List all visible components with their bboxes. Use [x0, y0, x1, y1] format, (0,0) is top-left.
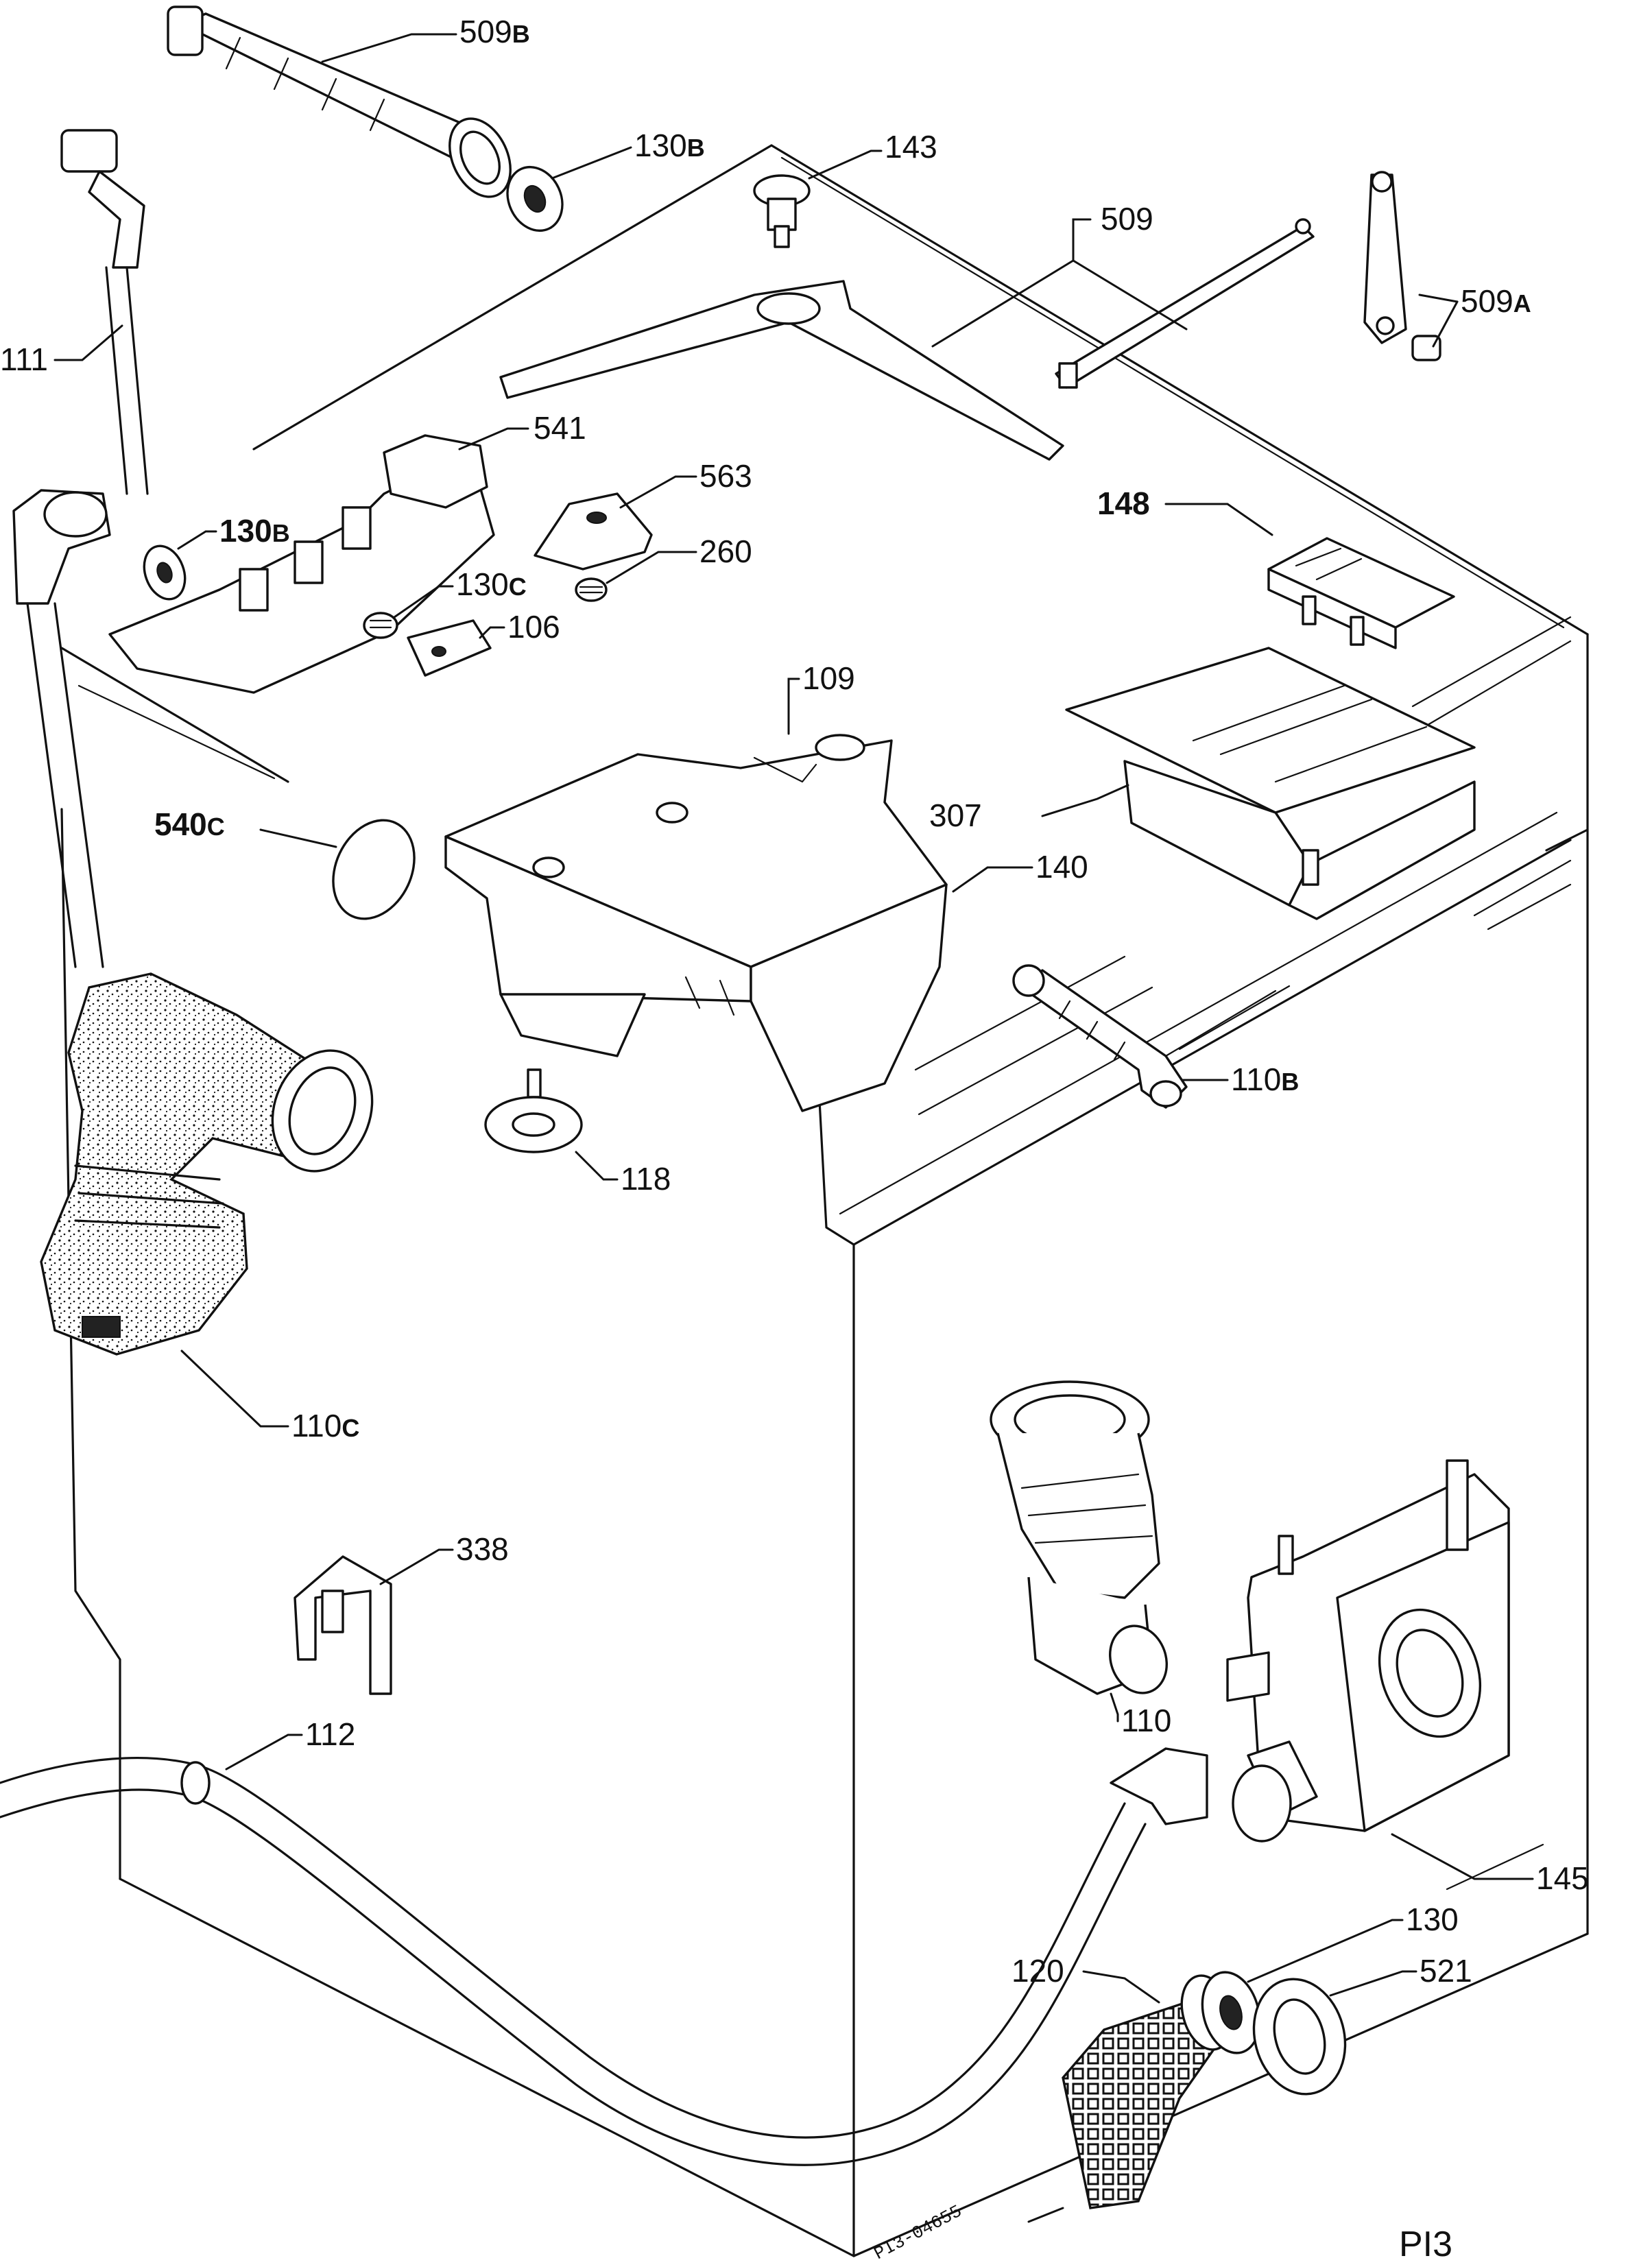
label-106: 106 [507, 609, 560, 645]
part-540c-ring [259, 819, 416, 920]
part-509-bracket [499, 218, 1315, 461]
part-110-elbow-bellows [990, 1380, 1168, 1723]
label-110b: 110B [1231, 1061, 1299, 1097]
label-509: 509 [1101, 201, 1153, 237]
label-521: 521 [1420, 1953, 1472, 1989]
part-130-seal [1201, 1919, 1404, 2054]
part-130b-mid-elbow [12, 489, 217, 968]
part-563-cover [534, 475, 697, 571]
label-140: 140 [1036, 849, 1088, 885]
leader-120-lower [1027, 2207, 1064, 2223]
part-112-drain-hose [0, 1734, 1208, 2166]
part-145-pump-housing [1226, 1459, 1534, 1880]
drawing-stamp: PI3-04655 [871, 2201, 966, 2264]
label-563: 563 [699, 458, 752, 494]
label-540c: 540C [154, 806, 225, 842]
label-260: 260 [699, 533, 752, 569]
label-509b: 509B [459, 14, 530, 49]
part-130c-spring [363, 585, 454, 639]
label-118: 118 [621, 1161, 671, 1197]
part-118-wheel [484, 1068, 619, 1181]
part-338-clip [294, 1548, 454, 1695]
label-130: 130 [1406, 1902, 1459, 1937]
label-130b-mid: 130B [219, 513, 290, 549]
cabinet-outline [60, 144, 1589, 2257]
label-120: 120 [1011, 1953, 1064, 1989]
part-130b-top-seal [506, 146, 632, 232]
part-110b-hose [1012, 964, 1229, 1109]
part-111-hose [53, 129, 149, 495]
label-109: 109 [802, 660, 855, 696]
part-509a-lever [1363, 171, 1459, 361]
page-id: PI3 [1399, 2224, 1452, 2264]
part-509b-inlet-pipe [167, 5, 512, 198]
label-112: 112 [305, 1716, 355, 1752]
part-521-cap [1252, 1970, 1417, 2096]
label-509a: 509A [1461, 283, 1531, 319]
label-110: 110 [1121, 1703, 1171, 1738]
label-130b-top: 130B [634, 128, 705, 163]
label-143: 143 [885, 129, 937, 165]
part-109-140-dispenser-housing [444, 677, 1033, 1112]
label-130c: 130C [456, 566, 527, 602]
label-541: 541 [534, 410, 586, 446]
label-338: 338 [456, 1531, 509, 1567]
label-148: 148 [1097, 485, 1150, 521]
part-260-spring [575, 551, 697, 602]
label-110c: 110C [291, 1408, 359, 1443]
part-148-insert [1164, 503, 1455, 649]
part-541-valve-bracket [108, 427, 529, 694]
label-307: 307 [929, 797, 982, 833]
part-307-drawer [1041, 647, 1476, 920]
label-145: 145 [1536, 1860, 1589, 1896]
label-111: 111 [0, 341, 48, 377]
part-143-knob [753, 149, 883, 248]
part-106-clip [407, 619, 505, 677]
part-110c-bellows [40, 972, 374, 1428]
